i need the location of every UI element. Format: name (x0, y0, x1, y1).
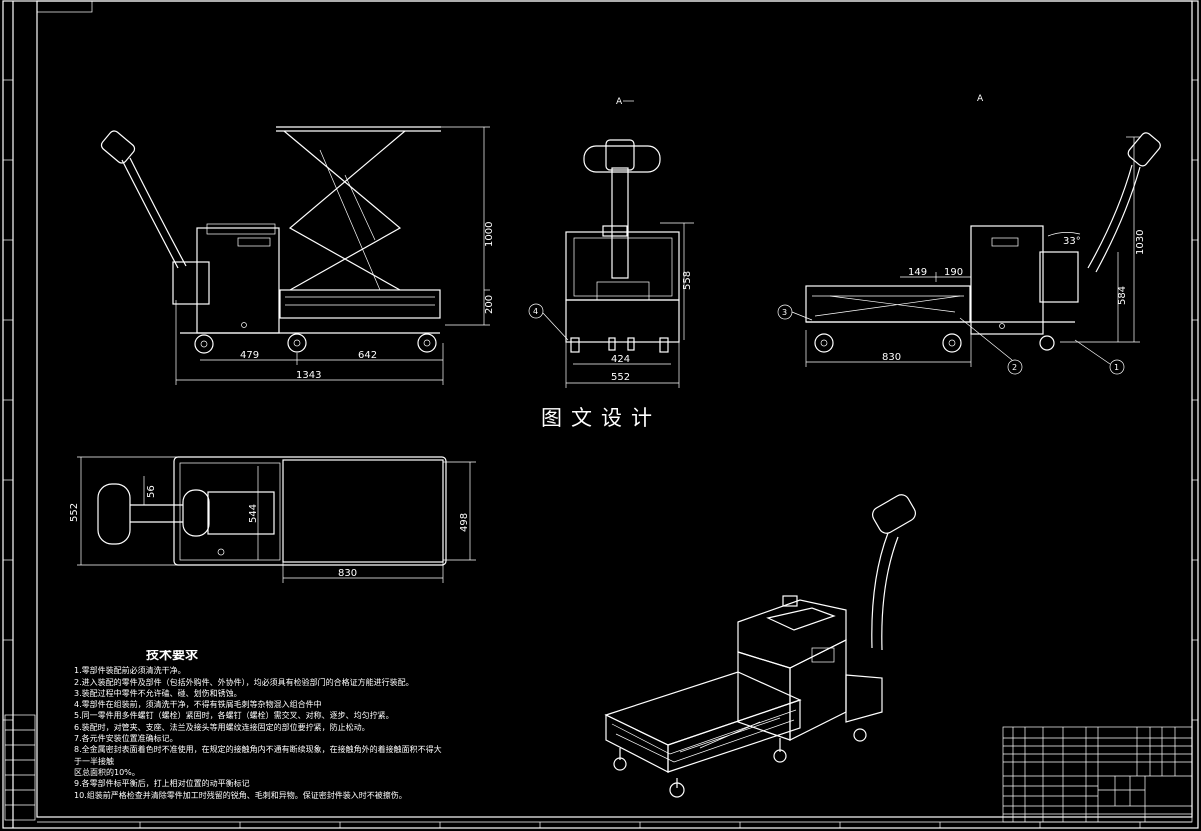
balloon-right-1: 1 (1114, 363, 1119, 372)
dim-right-angle: 33° (1063, 236, 1081, 247)
dim-side-outer: 552 (611, 372, 630, 383)
notes-title: 技术要求 (146, 650, 199, 662)
note-item: 7.各元件安装位置准确标记。 (74, 734, 178, 744)
dim-side-inner: 424 (611, 354, 630, 365)
section-marks: A A (616, 94, 984, 107)
dim-right-mid: 584 (1117, 286, 1128, 305)
front-view: 1000 200 479 642 1343 (100, 126, 495, 385)
dim-right-b: 190 (944, 267, 963, 278)
balloon-side: 4 (533, 307, 538, 316)
note-item: 2.进入装配的零件及部件（包括外购件、外协件），均必须具有检验部门的合格证方能进… (74, 677, 414, 687)
section-mark-left: A (616, 97, 623, 107)
frame-ticks (3, 79, 1198, 828)
note-item: 6.装配时，对管夹、支座、法兰及接头等用螺纹连接固定的部位要拧紧，防止松动。 (74, 722, 370, 732)
dim-top-handle: 56 (146, 485, 157, 498)
note-item: 9.各零部件标平衡后，打上相对位置的动平衡标记 (74, 779, 250, 789)
note-item: 10.组装前严格检查并清除零件加工时残留的锐角、毛刺和异物。保证密封件装入时不被… (74, 790, 407, 800)
side-view: 558 424 552 4 (528, 139, 694, 388)
dim-top-len: 830 (338, 568, 357, 579)
isometric-view (604, 494, 916, 798)
dim-right-a: 149 (908, 267, 927, 278)
dim-front-total: 1343 (296, 370, 321, 381)
note-item: 4.零部件在组装前，须清洗干净，不得有铁屑毛刺等杂物混入组合件中 (74, 700, 322, 710)
dim-right-height: 1030 (1135, 230, 1146, 255)
right-view: 1030 584 33° 149 190 830 3 2 1 (777, 132, 1161, 375)
watermark: 图文设计 (541, 406, 661, 430)
title-block (1002, 726, 1193, 823)
dim-top-inner: 544 (248, 504, 259, 523)
dim-front-left: 479 (240, 350, 259, 361)
dim-front-right: 642 (358, 350, 377, 361)
note-item: 区总面积的10%。 (74, 767, 140, 777)
dim-side-height: 558 (682, 271, 693, 290)
note-item: 3.装配过程中零件不允许磕、碰、划伤和锈蚀。 (74, 688, 242, 698)
note-item: 8.全金属密封表面着色时不准使用，在规定的接触角内不通有断续现象，在接触角外的着… (74, 745, 442, 755)
dim-top-platform: 498 (459, 513, 470, 532)
section-mark-right: A (977, 94, 984, 104)
technical-notes: 技术要求 1.零部件装配前必须清洗干净。 2.进入装配的零件及部件（包括外购件、… (74, 650, 524, 801)
note-item: 于一半接触 (74, 756, 114, 766)
revision-block (4, 714, 36, 821)
top-view: 552 56 544 498 830 (69, 456, 476, 583)
dim-top-width: 552 (69, 503, 80, 522)
dim-front-platform: 200 (484, 295, 495, 314)
note-item: 5.同一零件用多件螺钉（螺栓）紧固时，各螺钉（螺栓）需交叉、对称、逐步、均匀拧紧… (74, 711, 394, 721)
dim-right-len: 830 (882, 352, 901, 363)
balloon-right-3: 3 (782, 308, 787, 317)
balloon-right-2: 2 (1012, 363, 1017, 372)
note-item: 1.零部件装配前必须清洗干净。 (74, 666, 186, 676)
dim-front-height: 1000 (484, 222, 495, 247)
